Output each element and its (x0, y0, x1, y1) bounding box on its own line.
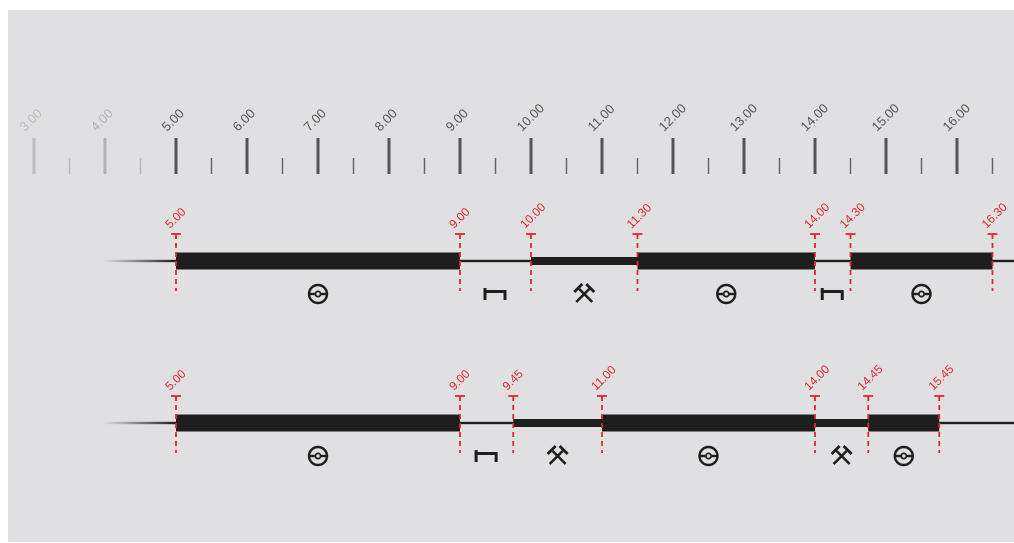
half-hour-tick (707, 158, 710, 174)
hour-tick-label: 10.00 (514, 101, 548, 135)
crossed-hammers-icon (573, 283, 596, 303)
work-segment (531, 257, 638, 265)
beam-icon (474, 450, 498, 462)
target-icon (893, 445, 914, 467)
hour-tick (245, 138, 249, 174)
time-marker-label: 9.00 (446, 366, 473, 393)
crossed-hammers-icon (830, 445, 853, 465)
half-hour-tick (565, 158, 568, 174)
time-marker-label: 14.00 (801, 200, 832, 231)
target-icon (307, 445, 329, 467)
hour-tick (600, 138, 604, 174)
active-segment (176, 414, 460, 432)
timeline-diagram: 3.00 4.00 5.00 6.00 7.00 8.00 9.00 10.00 11.00 12… (17, 101, 1014, 467)
time-marker-label: 5.00 (162, 366, 189, 393)
time-marker-label: 15.45 (925, 362, 956, 393)
active-segment (850, 252, 993, 270)
idle-segment (939, 421, 1014, 425)
hour-tick-label: 13.00 (727, 101, 761, 135)
half-hour-tick (849, 158, 852, 174)
half-hour-tick (636, 158, 639, 174)
half-hour-tick (352, 158, 355, 174)
idle-segment (460, 259, 531, 263)
half-hour-tick (423, 158, 426, 174)
timeline-lead-in (104, 259, 176, 263)
time-marker-label: 9.00 (446, 204, 473, 231)
hour-scale (32, 138, 994, 174)
hour-tick-label: 15.00 (869, 101, 903, 135)
hour-tick-label: 16.00 (940, 101, 974, 135)
hour-tick (671, 138, 675, 174)
timeline-canvas: 3.00 4.00 5.00 6.00 7.00 8.00 9.00 10.00 11.00 12… (8, 10, 1014, 542)
hour-tick-label: 14.00 (798, 101, 832, 135)
target-icon (307, 283, 329, 305)
hour-tick-label: 8.00 (372, 106, 401, 135)
time-marker-label: 14.45 (854, 362, 885, 393)
beam-icon (483, 288, 507, 300)
half-hour-tick (68, 158, 71, 174)
hour-tick-label: 4.00 (88, 106, 117, 135)
hour-tick (387, 138, 391, 174)
time-marker-label: 11.00 (588, 362, 619, 393)
target-icon (716, 283, 737, 305)
hour-tick (529, 138, 533, 174)
idle-segment (460, 421, 514, 425)
hour-tick (32, 138, 36, 174)
hour-tick-label: 11.00 (585, 101, 618, 134)
hour-tick-label: 3.00 (17, 106, 46, 135)
half-hour-tick (210, 158, 213, 174)
time-marker-label: 9.45 (499, 366, 526, 393)
active-segment (176, 252, 460, 270)
hour-tick-label: 7.00 (301, 106, 330, 135)
time-marker-label: 11.30 (624, 200, 655, 231)
half-hour-tick (139, 158, 142, 174)
target-icon (698, 445, 719, 467)
half-hour-tick (778, 158, 781, 174)
half-hour-tick (494, 158, 497, 174)
hour-tick (316, 138, 320, 174)
time-marker-label: 16.30 (979, 200, 1010, 231)
schedule-2 (104, 395, 1014, 467)
timeline-lead-in (104, 421, 176, 425)
hour-tick-label: 9.00 (443, 106, 472, 135)
half-hour-tick (991, 158, 994, 174)
hour-tick (103, 138, 107, 174)
time-marker-label: 14.00 (801, 362, 832, 393)
work-segment (815, 419, 869, 427)
hour-tick (174, 138, 178, 174)
hour-tick (458, 138, 462, 174)
hour-tick-label: 6.00 (230, 106, 259, 135)
half-hour-tick (281, 158, 284, 174)
active-segment (868, 414, 940, 432)
hour-tick (742, 138, 746, 174)
work-segment (513, 419, 602, 427)
target-icon (911, 283, 932, 305)
hour-tick (813, 138, 817, 174)
idle-segment (815, 259, 851, 263)
schedule-1 (104, 233, 1014, 305)
half-hour-tick (920, 158, 923, 174)
active-segment (602, 414, 815, 432)
hour-tick (884, 138, 888, 174)
time-marker-label: 10.00 (517, 200, 548, 231)
time-marker-label: 5.00 (162, 204, 189, 231)
idle-segment (992, 259, 1014, 263)
active-segment (637, 252, 815, 270)
crossed-hammers-icon (546, 445, 569, 465)
hour-tick (955, 138, 959, 174)
hour-tick-label: 12.00 (656, 101, 690, 135)
hour-tick-label: 5.00 (159, 106, 188, 135)
beam-icon (820, 288, 844, 300)
time-marker-label: 14.30 (837, 200, 868, 231)
